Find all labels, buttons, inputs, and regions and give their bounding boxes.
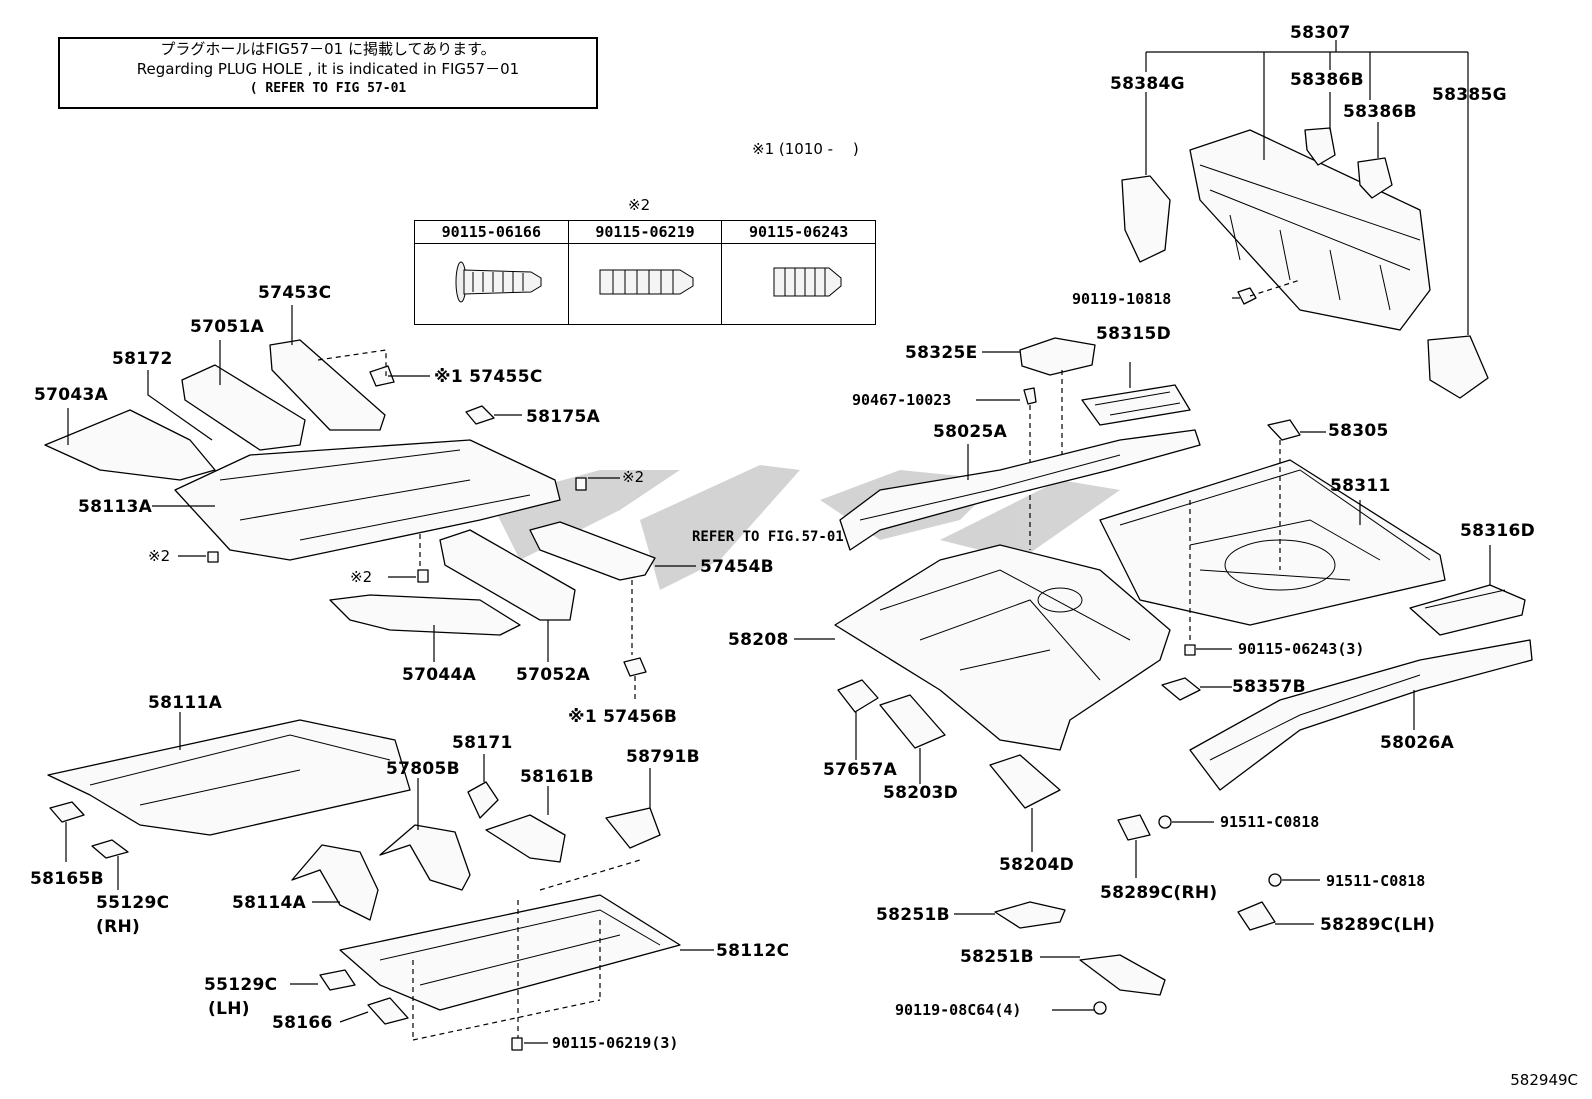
part-label: 58315D <box>1096 324 1171 344</box>
part-label: 91511-C0818 <box>1326 872 1425 890</box>
part-label: 58204D <box>999 855 1074 875</box>
part-label: 58251B <box>960 947 1034 967</box>
part-label: ※2 <box>350 568 372 586</box>
part-58111A-floor <box>47 712 411 890</box>
part-label: 58316D <box>1460 521 1535 541</box>
part-58311 <box>1099 419 1446 640</box>
part-label: 90467-10023 <box>852 391 951 409</box>
part-label: 58175A <box>526 407 601 427</box>
part-label: 57043A <box>34 385 109 405</box>
part-label: 58166 <box>272 1013 333 1033</box>
part-label: 58208 <box>728 630 789 650</box>
refer-to-figure-text: REFER TO FIG.57-01 <box>692 529 844 545</box>
part-58289C <box>1117 814 1320 931</box>
fastener-cell <box>567 243 723 325</box>
part-58316D <box>1409 545 1526 636</box>
part-label: 58384G <box>1110 74 1185 94</box>
part-57044A-57052A-57454B <box>329 521 696 700</box>
fastener-cell <box>414 243 569 325</box>
fastener-table-mark: ※2 <box>628 196 651 214</box>
part-label: 58165B <box>30 869 104 889</box>
part-label: 58161B <box>520 767 594 787</box>
part-label: 58172 <box>112 349 173 369</box>
part-label: 57453C <box>258 283 331 303</box>
screw-grommet-icon <box>599 269 694 295</box>
part-58325E-58315D <box>976 337 1191 550</box>
part-57657A-58203D <box>837 679 1061 852</box>
part-front-floor-upper <box>44 305 620 583</box>
part-label: (RH) <box>96 917 140 937</box>
part-label: 58114A <box>232 893 307 913</box>
model-year-note: ※1 (1010 - ) <box>752 140 859 158</box>
fastener-table: 90115-06166 90115-06219 90115-06243 <box>414 220 876 325</box>
part-label: 58385G <box>1432 85 1507 105</box>
part-58357B <box>1161 644 1232 701</box>
part-label: 57805B <box>386 759 460 779</box>
part-label: 58325E <box>905 343 978 363</box>
part-label: 90119-08C64(4) <box>895 1001 1021 1019</box>
part-label: 58171 <box>452 733 513 753</box>
part-58112C-rear-floor <box>290 859 714 1051</box>
part-label: 91511-C0818 <box>1220 813 1319 831</box>
screw-grommet-icon <box>455 261 542 303</box>
part-label: 58289C(RH) <box>1100 883 1217 903</box>
part-label: 90115-06243(3) <box>1238 640 1364 658</box>
part-58025A <box>839 429 1201 551</box>
part-label: 58386B <box>1290 70 1364 90</box>
part-label: 58251B <box>876 905 950 925</box>
fastener-column-header: 90115-06243 <box>721 220 876 244</box>
part-label: 58111A <box>148 693 223 713</box>
part-label: 58307 <box>1290 23 1351 43</box>
part-label: 57052A <box>516 665 591 685</box>
part-label: 58203D <box>883 783 958 803</box>
plug-hole-note-box: プラグホールはFIG57－01 に掲載してあります。 Regarding PLU… <box>58 37 598 109</box>
part-label: 90119-10818 <box>1072 290 1171 308</box>
part-label: 90115-06219(3) <box>552 1034 678 1052</box>
part-label: 58386B <box>1343 102 1417 122</box>
part-label: (LH) <box>208 999 250 1019</box>
part-label: ※2 <box>148 547 170 565</box>
part-label: 58289C(LH) <box>1320 915 1435 935</box>
part-label: 58311 <box>1330 476 1391 496</box>
part-label: 58112C <box>716 941 789 961</box>
note-japanese: プラグホールはFIG57－01 に掲載してあります。 <box>160 40 496 58</box>
part-label: ※1 57456B <box>568 707 677 727</box>
part-label: 58026A <box>1380 733 1455 753</box>
fastener-cell <box>721 243 876 325</box>
part-label: 57051A <box>190 317 265 337</box>
part-label: 58791B <box>626 747 700 767</box>
screw-grommet-icon <box>773 267 842 297</box>
part-label: 55129C <box>204 975 277 995</box>
part-label: 58357B <box>1232 677 1306 697</box>
fastener-column-header: 90115-06166 <box>414 220 569 244</box>
part-label: ※2 <box>622 468 644 486</box>
note-english: Regarding PLUG HOLE , it is indicated in… <box>136 60 520 78</box>
part-label: 57454B <box>700 557 774 577</box>
part-58307-assembly <box>1121 40 1489 399</box>
fastener-column-header: 90115-06219 <box>567 220 723 244</box>
part-label: 55129C <box>96 893 169 913</box>
part-label: ※1 57455C <box>434 367 543 387</box>
part-58251B <box>954 901 1166 1015</box>
part-label: 58025A <box>933 422 1008 442</box>
part-label: 58113A <box>78 497 153 517</box>
figure-number: 582949C <box>1510 1071 1578 1089</box>
part-58114A-57805B-58171-58161B-58791B <box>291 754 661 921</box>
part-58026A <box>1189 639 1533 791</box>
part-label: 57044A <box>402 665 477 685</box>
part-label: 58305 <box>1328 421 1389 441</box>
note-reference: ( REFER TO FIG 57-01 <box>249 81 407 96</box>
part-label: 57657A <box>823 760 898 780</box>
part-58208 <box>794 544 1171 751</box>
